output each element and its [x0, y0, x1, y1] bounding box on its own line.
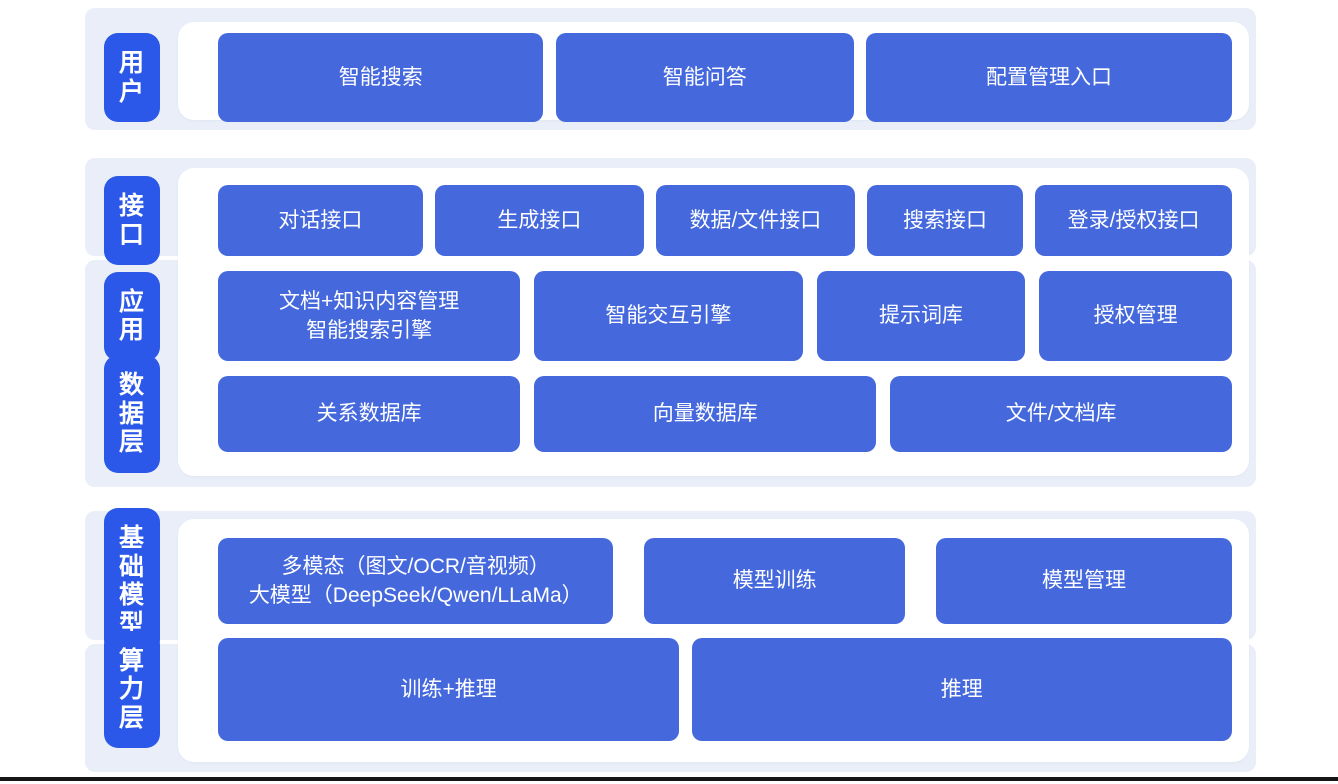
layer-label-application: 应用 — [103, 271, 160, 361]
block-smart-interaction-engine: 智能交互引擎 — [534, 271, 803, 361]
block-training-plus-inference: 训练+推理 — [218, 638, 680, 741]
layer-label-data: 数据层 — [103, 355, 160, 473]
layer-label-compute: 算力层 — [103, 630, 160, 749]
block-data-file-api: 数据/文件接口 — [656, 185, 855, 256]
block-vector-db: 向量数据库 — [534, 376, 877, 452]
block-search-api: 搜索接口 — [866, 185, 1024, 256]
layer-row-interface: 接口 对话接口 生成接口 数据/文件接口 搜索接口 登录/授权接口 — [85, 176, 1256, 265]
label-cell: 算力层 — [85, 630, 178, 749]
label-cell: 应用 — [85, 271, 178, 361]
block-inference: 推理 — [691, 638, 1232, 741]
layer-group-infrastructure: 基础模型 多模态（图文/OCR/音视频） 大模型（DeepSeek/Qwen/L… — [85, 508, 1256, 772]
block-model-management: 模型管理 — [935, 538, 1232, 624]
block-row: 关系数据库 向量数据库 文件/文档库 — [218, 376, 1232, 452]
block-config-management-entry: 配置管理入口 — [865, 33, 1232, 122]
block-row: 文档+知识内容管理 智能搜索引擎 智能交互引擎 提示词库 授权管理 — [218, 271, 1232, 361]
block-dialog-api: 对话接口 — [218, 185, 423, 256]
label-cell: 接口 — [85, 176, 178, 265]
block-generation-api: 生成接口 — [434, 185, 644, 256]
block-doc-knowledge-search-engine: 文档+知识内容管理 智能搜索引擎 — [218, 271, 521, 361]
layer-label-interface: 接口 — [103, 176, 160, 265]
label-cell: 用户 — [85, 33, 178, 122]
block-smart-qa: 智能问答 — [555, 33, 854, 122]
label-cell: 基础模型 — [85, 508, 178, 654]
layer-row-compute: 算力层 训练+推理 推理 — [85, 630, 1256, 749]
block-auth-management: 授权管理 — [1039, 271, 1232, 361]
block-model-training: 模型训练 — [644, 538, 905, 624]
layer-row-foundation-model: 基础模型 多模态（图文/OCR/音视频） 大模型（DeepSeek/Qwen/L… — [85, 508, 1256, 654]
label-cell: 数据层 — [85, 355, 178, 473]
layer-row-data: 数据层 关系数据库 向量数据库 文件/文档库 — [85, 355, 1256, 473]
layer-group-platform: 接口 对话接口 生成接口 数据/文件接口 搜索接口 登录/授权接口 应用 文档+… — [85, 158, 1256, 487]
block-smart-search: 智能搜索 — [218, 33, 544, 122]
block-login-auth-api: 登录/授权接口 — [1035, 185, 1232, 256]
block-row: 多模态（图文/OCR/音视频） 大模型（DeepSeek/Qwen/LLaMa）… — [218, 538, 1232, 624]
layer-group-user: 用户 智能搜索 智能问答 配置管理入口 — [85, 8, 1256, 130]
block-row: 对话接口 生成接口 数据/文件接口 搜索接口 登录/授权接口 — [218, 185, 1232, 256]
layer-row-application: 应用 文档+知识内容管理 智能搜索引擎 智能交互引擎 提示词库 授权管理 — [85, 271, 1256, 361]
block-file-doc-store: 文件/文档库 — [890, 376, 1232, 452]
block-relational-db: 关系数据库 — [218, 376, 521, 452]
block-multimodal-llm: 多模态（图文/OCR/音视频） 大模型（DeepSeek/Qwen/LLaMa） — [218, 538, 614, 624]
bottom-border-line — [0, 777, 1338, 781]
diagram-stage: 用户 智能搜索 智能问答 配置管理入口 接口 对话接口 生成接口 — [85, 0, 1256, 784]
block-row: 智能搜索 智能问答 配置管理入口 — [218, 33, 1232, 122]
layer-row-user: 用户 智能搜索 智能问答 配置管理入口 — [85, 33, 1256, 122]
block-prompt-library: 提示词库 — [816, 271, 1026, 361]
layer-label-user: 用户 — [103, 33, 160, 122]
block-row: 训练+推理 推理 — [218, 638, 1232, 741]
